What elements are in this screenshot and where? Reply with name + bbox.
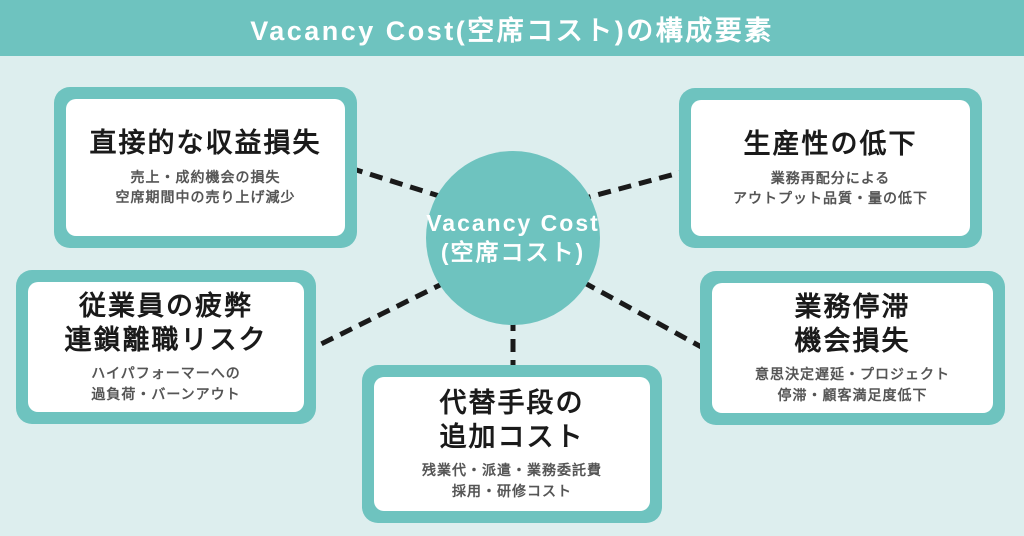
card-replacement-additional-cost: 代替手段の 追加コスト 残業代・派遣・業務委託費 採用・研修コスト (362, 365, 662, 523)
card-description: 売上・成約機会の損失 空席期間中の売り上げ減少 (115, 169, 296, 206)
card-title: 従業員の疲弊 連鎖離職リスク (64, 290, 268, 355)
card-productivity-decline: 生産性の低下 業務再配分による アウトプット品質・量の低下 (679, 88, 982, 248)
connector-bottom-left (303, 279, 448, 355)
card-business-stagnation-opportunity-loss: 業務停滞 機会損失 意思決定遅延・プロジェクト 停滞・顧客満足度低下 (700, 271, 1005, 425)
connector-top-right (577, 167, 691, 203)
card-description: 残業代・派遣・業務委託費 採用・研修コスト (422, 462, 602, 499)
card-title: 代替手段の 追加コスト (439, 387, 585, 452)
connector-top-left (349, 165, 453, 203)
card-description: 業務再配分による アウトプット品質・量の低下 (733, 169, 928, 206)
card-description: 意思決定遅延・プロジェクト 停滞・顧客満足度低下 (755, 366, 950, 403)
card-title: 生産性の低下 (743, 128, 918, 159)
card-direct-revenue-loss: 直接的な収益損失 売上・成約機会の損失 空席期間中の売り上げ減少 (54, 87, 357, 248)
connector-bottom-right (581, 279, 718, 358)
center-node-label: Vacancy Cost (空席コスト) (426, 210, 600, 265)
page-title: Vacancy Cost(空席コスト)の構成要素 (250, 15, 774, 46)
header-bar: Vacancy Cost(空席コスト)の構成要素 (0, 0, 1024, 56)
card-title: 直接的な収益損失 (89, 128, 322, 159)
card-employee-fatigue-turnover-risk: 従業員の疲弊 連鎖離職リスク ハイパフォーマーへの 過負荷・バーンアウト (16, 270, 316, 424)
card-description: ハイパフォーマーへの 過負荷・バーンアウト (91, 365, 241, 402)
card-title: 業務停滞 機会損失 (794, 291, 911, 356)
center-node-vacancy-cost: Vacancy Cost (空席コスト) (426, 151, 600, 325)
